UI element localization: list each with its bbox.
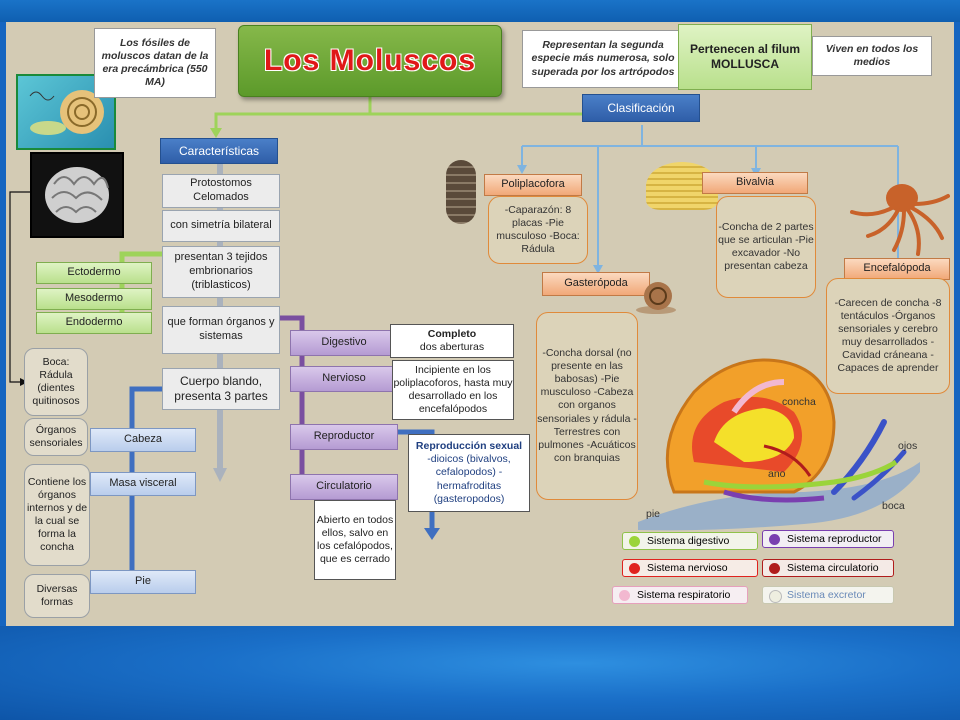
clase-bivalvia: Bivalvia: [702, 172, 808, 194]
reproductor-desc: Reproducción sexual -dioicos (bivalvos, …: [408, 434, 530, 512]
caracteristica-item: Protostomos Celomados: [162, 174, 280, 208]
legend-label: Sistema nervioso: [647, 562, 728, 574]
sistema-reproductor: Reproductor: [290, 424, 398, 450]
digestivo-desc: Completo dos aberturas: [390, 324, 514, 358]
masa-visceral-desc: Contiene los órganos internos y de la cu…: [24, 464, 90, 566]
legend-label: Sistema excretor: [787, 589, 866, 601]
chiton-image: [446, 160, 476, 224]
organos-sensoriales-desc: Órganos sensoriales: [24, 418, 88, 456]
clase-gasteropoda: Gasterópoda: [542, 272, 650, 296]
legend-dot: [769, 534, 780, 545]
encefalopoda-desc: -Carecen de concha -8 tentáculos -Órgano…: [826, 278, 950, 394]
reproductor-desc-text: -dioicos (bivalvos, cefalopodos) -hermaf…: [427, 453, 511, 505]
bivalvia-desc: -Concha de 2 partes que se articulan -Pi…: [716, 196, 816, 298]
legend-nervioso: Sistema nervioso: [622, 559, 758, 577]
pie-desc: Diversas formas: [24, 574, 90, 618]
caracteristica-item: presentan 3 tejidos embrionarios (tribla…: [162, 246, 280, 298]
digestivo-desc-text: dos aberturas: [419, 341, 485, 353]
snail-label-ano: ano: [768, 468, 786, 480]
parte-masa-visceral: Masa visceral: [90, 472, 196, 496]
legend-label: Sistema reproductor: [787, 533, 882, 545]
tejido-endodermo: Endodermo: [36, 312, 152, 334]
gasteropoda-desc: -Concha dorsal (no presente en las babos…: [536, 312, 638, 500]
bottom-background: [0, 626, 960, 720]
caracteristica-item: que forman órganos y sistemas: [162, 306, 280, 354]
legend-dot: [769, 590, 782, 603]
legend-dot: [769, 563, 780, 574]
legend-label: Sistema digestivo: [647, 535, 730, 547]
circulatorio-desc: Abierto en todos ellos, salvo en los cef…: [314, 500, 396, 580]
legend-dot: [629, 563, 640, 574]
legend-label: Sistema respiratorio: [637, 589, 731, 601]
sistema-circulatorio: Circulatorio: [290, 474, 398, 500]
legend-digestivo: Sistema digestivo: [622, 532, 758, 550]
legend-reproductor: Sistema reproductor: [762, 530, 894, 548]
legend-excretor: Sistema excretor: [762, 586, 894, 604]
concept-map: Los Moluscos Los fósiles de moluscos dat…: [6, 22, 954, 626]
snail-label-pie: pie: [646, 508, 661, 520]
caracteristicas-header: Características: [160, 138, 278, 164]
snail-anatomy-image: [634, 342, 924, 532]
digestivo-desc-title: Completo: [427, 327, 477, 340]
parte-cabeza: Cabeza: [90, 428, 196, 452]
legend-label: Sistema circulatorio: [787, 562, 879, 574]
parte-pie: Pie: [90, 570, 196, 594]
nervioso-desc: Incipiente en los poliplacoforos, hasta …: [392, 360, 514, 420]
legend-dot: [619, 590, 630, 601]
second-species-note: Representan la segunda especie más numer…: [522, 30, 684, 88]
page-title: Los Moluscos: [238, 25, 502, 97]
legend-circulatorio: Sistema circulatorio: [762, 559, 894, 577]
phylum-note: Pertenecen al filum MOLLUSCA: [678, 24, 812, 90]
habitat-note: Viven en todos los medios: [812, 36, 932, 76]
fossil-shell-image: [30, 152, 124, 238]
tejido-ectodermo: Ectodermo: [36, 262, 152, 284]
snail-label-boca: boca: [882, 500, 905, 512]
legend-dot: [629, 536, 640, 547]
fossils-note: Los fósiles de moluscos datan de la era …: [94, 28, 216, 98]
snail-label-ojos: ojos: [898, 440, 918, 452]
clasificacion-header: Clasificación: [582, 94, 700, 122]
sistema-nervioso: Nervioso: [290, 366, 398, 392]
clase-poliplacofora: Poliplacofora: [484, 174, 582, 196]
poliplacofora-desc: -Caparazón: 8 placas -Pie musculoso -Boc…: [488, 196, 588, 264]
tejido-mesodermo: Mesodermo: [36, 288, 152, 310]
page-title-text: Los Moluscos: [263, 44, 477, 77]
legend-respiratorio: Sistema respiratorio: [612, 586, 748, 604]
octopus-image: [842, 174, 950, 258]
caracteristica-item: Cuerpo blando, presenta 3 partes: [162, 368, 280, 410]
reproductor-desc-title: Reproducción sexual: [415, 440, 523, 453]
caracteristica-item: con simetría bilateral: [162, 210, 280, 242]
boca-radula-desc: Boca: Rádula (dientes quitinosos: [24, 348, 88, 416]
clase-encefalopoda: Encefalópoda: [844, 258, 950, 280]
small-snail-image: [634, 276, 678, 316]
sistema-digestivo: Digestivo: [290, 330, 398, 356]
top-bar: [0, 0, 960, 22]
snail-label-concha: concha: [782, 396, 816, 408]
